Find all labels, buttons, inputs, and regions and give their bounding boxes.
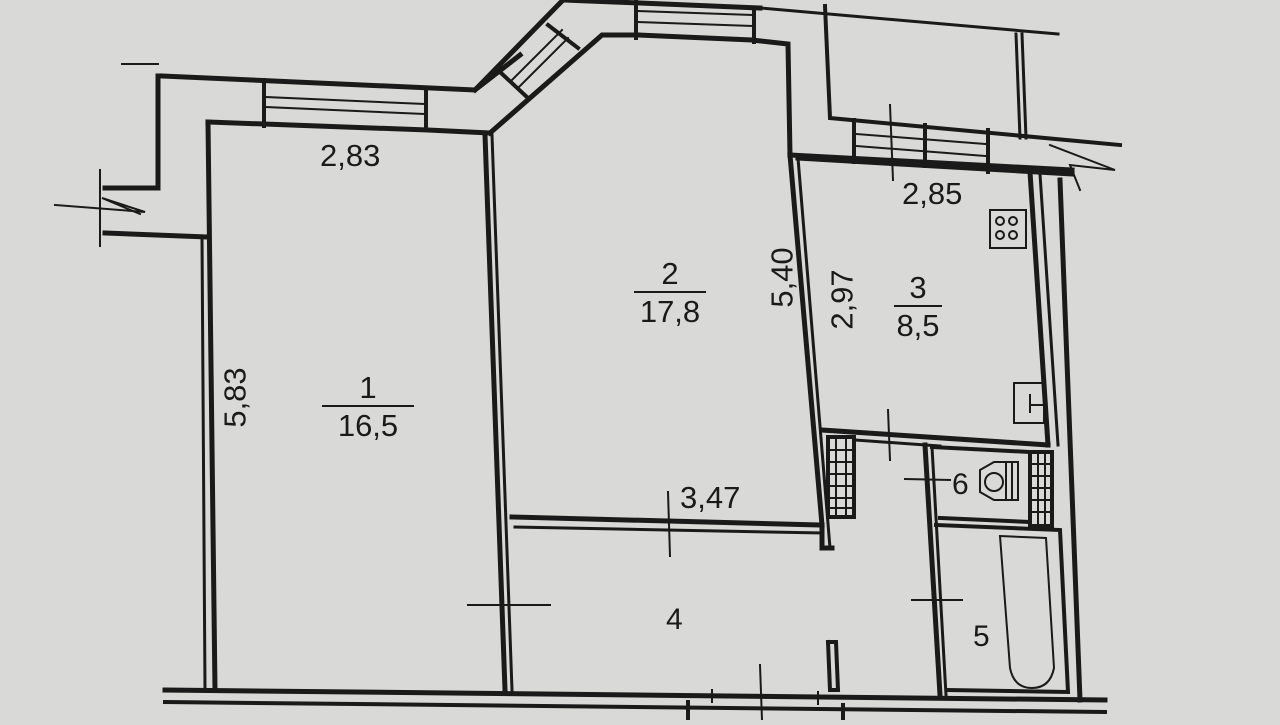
stove-icon (989, 209, 1027, 249)
break-line-icon (1048, 143, 1116, 192)
break-line-icon (53, 63, 159, 247)
room-1-length-dimension: 5,83 (217, 367, 253, 428)
ventilation-shaft-icon (826, 435, 856, 519)
toilet-icon (979, 461, 1019, 501)
room-3-label: 3 8,5 (894, 272, 942, 341)
bathtub-icon (998, 534, 1056, 690)
window-icon (852, 103, 990, 182)
room-2-walls (509, 152, 832, 558)
room-5-walls (933, 177, 1083, 703)
room-1-width-dimension: 2,83 (320, 138, 381, 173)
room-2-length-dimension: 5,40 (764, 247, 800, 308)
room-1-walls (200, 119, 514, 693)
room-2-width-dimension: 3,47 (680, 480, 741, 515)
room-2-label: 2 17,8 (634, 258, 706, 327)
room-3-number: 3 (909, 270, 927, 305)
room-1-number: 1 (359, 370, 377, 405)
room-4-number: 4 (666, 603, 683, 636)
balcony-outline (758, 3, 1123, 148)
room-1-label: 1 16,5 (322, 372, 414, 441)
window-icon (497, 0, 756, 101)
room-5-number: 5 (973, 620, 990, 653)
room-6-number: 6 (952, 468, 969, 501)
exterior-wall-bottom (162, 687, 1108, 722)
room-2-number: 2 (661, 256, 679, 291)
sink-icon (1013, 382, 1045, 424)
room-3-width-dimension: 2,85 (902, 176, 963, 211)
exterior-wall-kitchen (787, 152, 1075, 177)
room-1-area: 16,5 (322, 405, 414, 441)
room-4-walls (467, 438, 963, 722)
exterior-wall-bay (471, 0, 793, 158)
room-3-area: 8,5 (894, 305, 942, 341)
window-icon (262, 78, 428, 132)
room-6-walls (903, 444, 1032, 525)
room-2-area: 17,8 (634, 291, 706, 327)
room-3-length-dimension: 2,97 (824, 269, 860, 330)
